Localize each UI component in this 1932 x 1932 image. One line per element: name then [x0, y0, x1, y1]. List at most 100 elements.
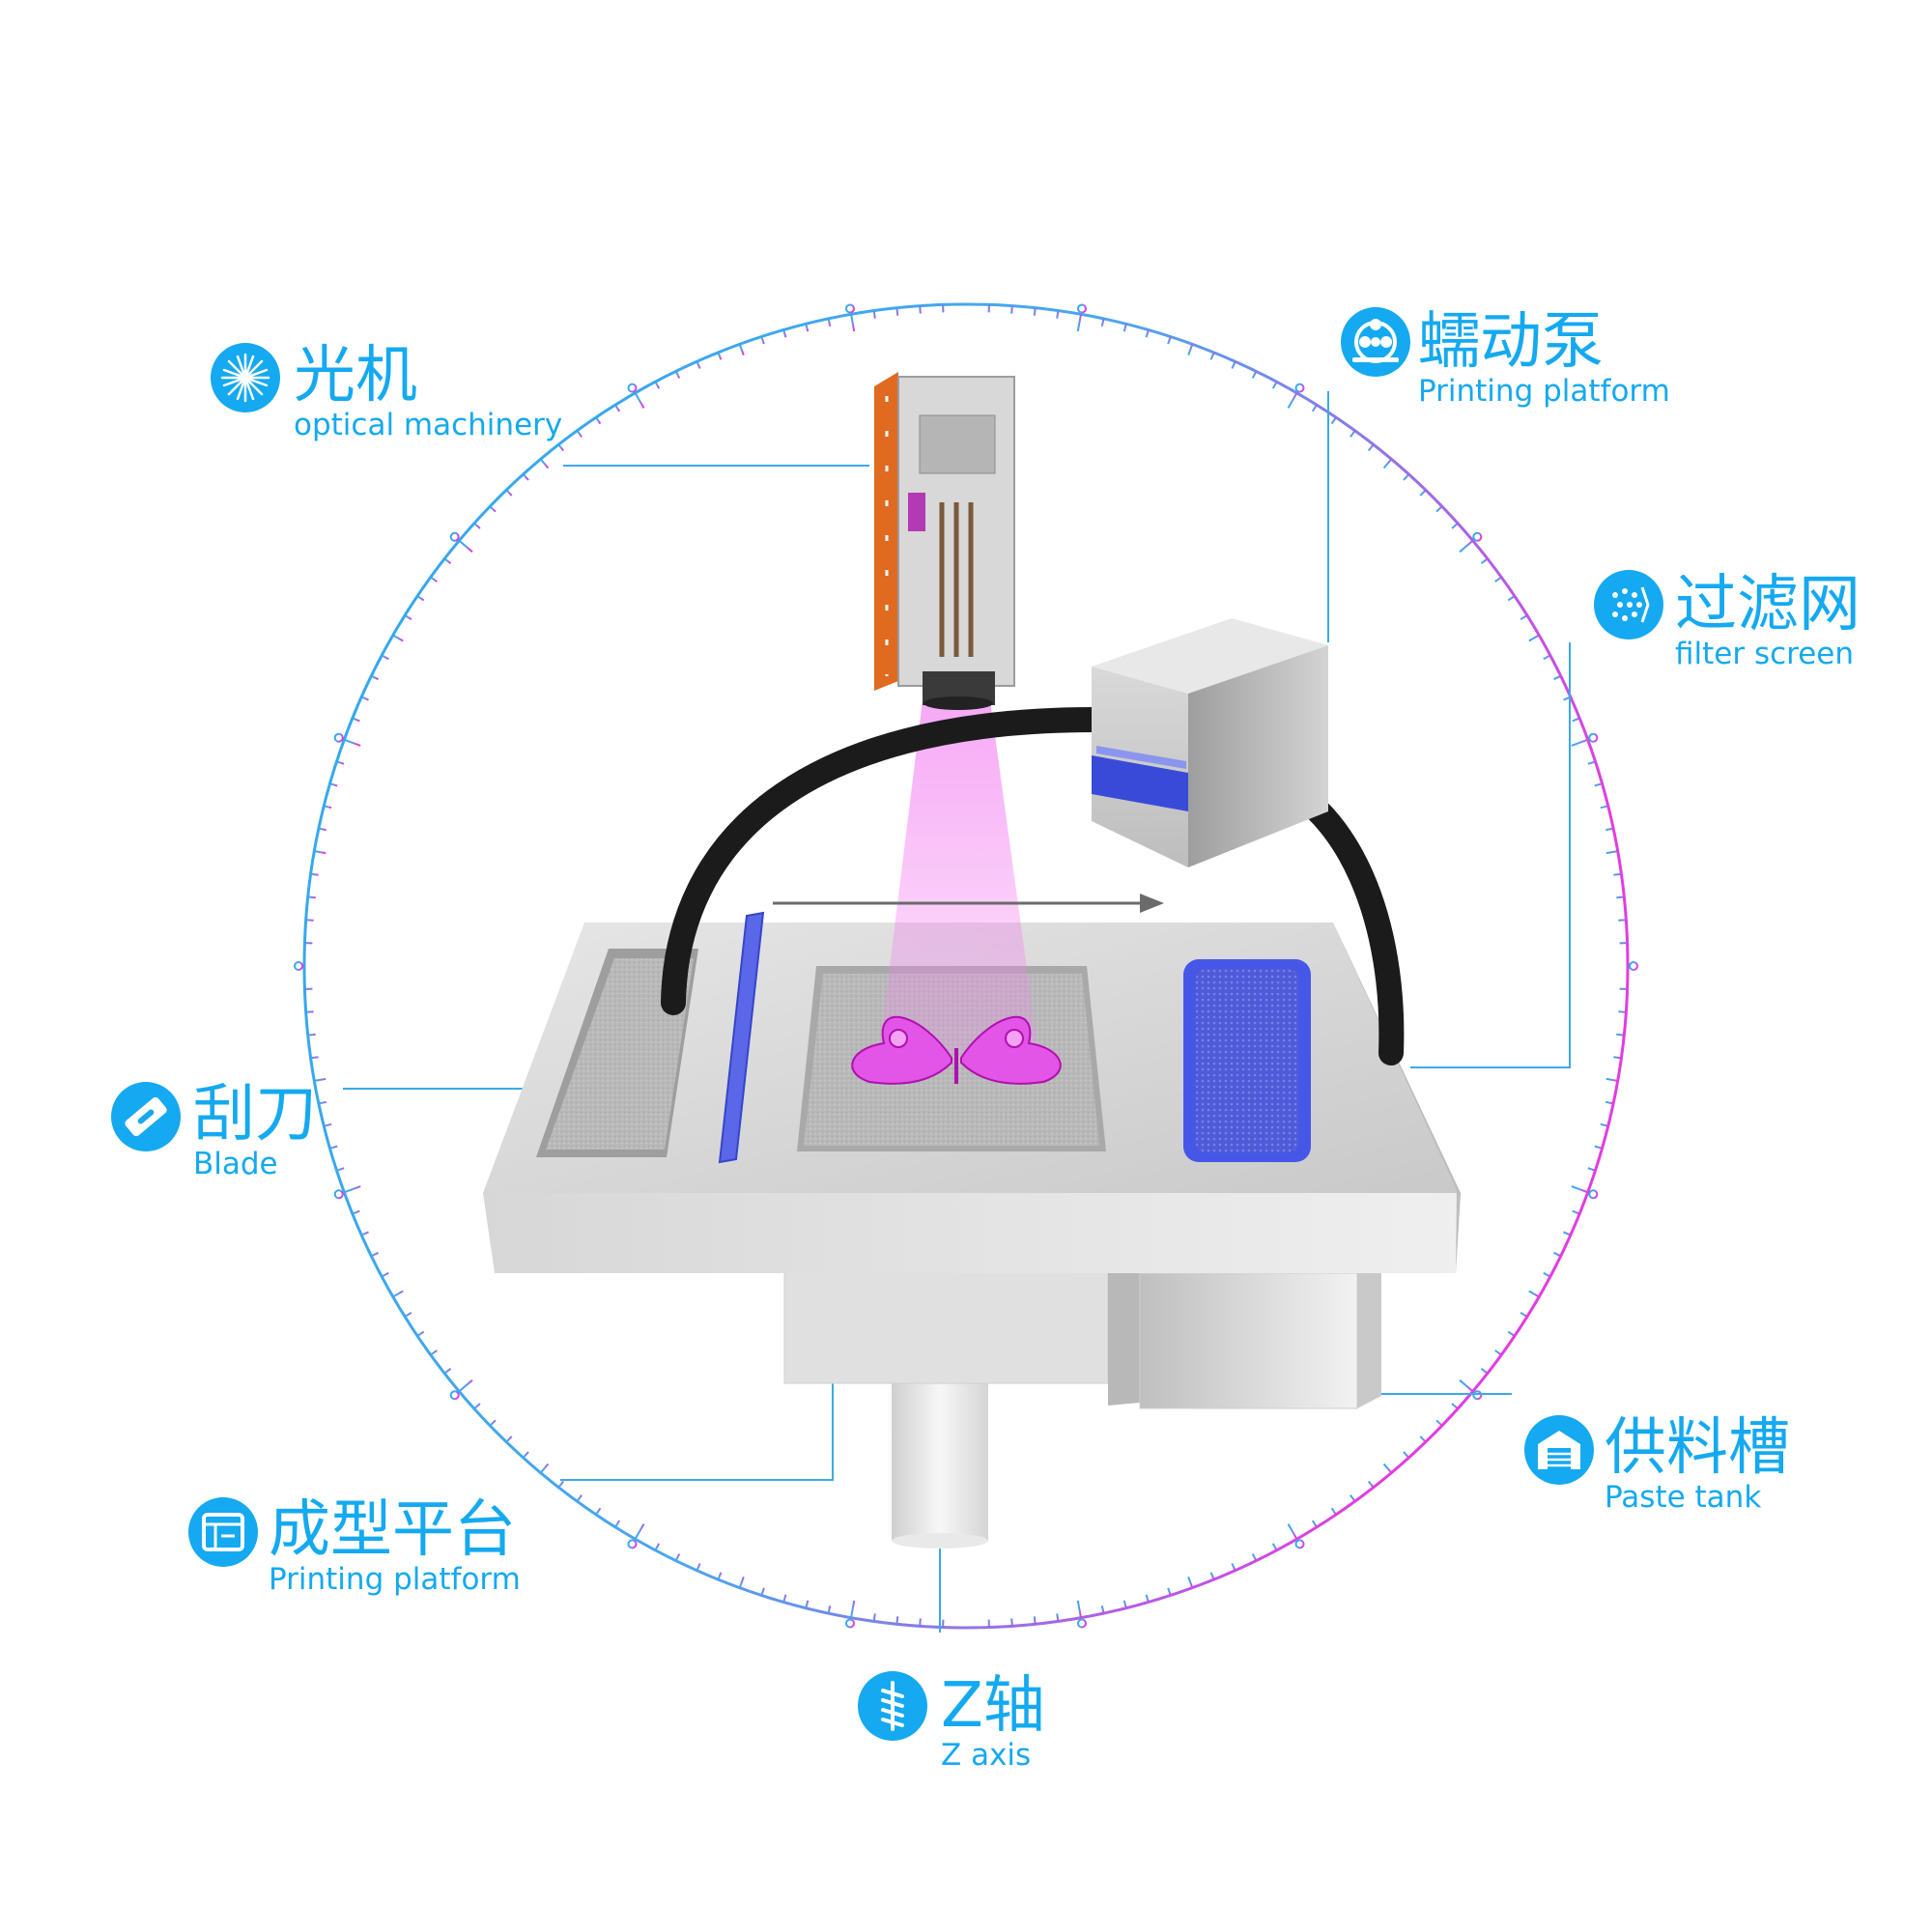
- ring-tick: [872, 310, 876, 319]
- ring-tick: [1618, 919, 1627, 922]
- ring-tick: [674, 370, 681, 379]
- leader-filter: [1410, 642, 1571, 1068]
- ring-tick: [489, 1419, 497, 1427]
- ring-tick: [318, 1100, 327, 1105]
- platform-front: [483, 1193, 1461, 1273]
- ring-tick: [634, 1523, 645, 1540]
- ring-tick: [1480, 1368, 1489, 1375]
- ring-tick: [576, 430, 582, 438]
- ring-tick: [674, 1553, 681, 1562]
- gradient-tick-ring: [294, 302, 1638, 1630]
- ring-tick: [1311, 404, 1318, 412]
- ring-tick: [1145, 1594, 1150, 1603]
- ring-tick: [805, 1600, 810, 1608]
- ring-tick: [1403, 1451, 1410, 1459]
- optical-machinery-zh: 光机: [294, 340, 417, 412]
- ring-tick: [329, 1145, 338, 1150]
- ring-tick: [1287, 392, 1298, 409]
- ring-tick: [595, 416, 602, 425]
- ring-tick: [1435, 505, 1443, 513]
- ring-tick: [1311, 1520, 1318, 1528]
- ring-tick: [1419, 489, 1427, 497]
- motion-arrow: [773, 894, 1164, 913]
- ring-tick: [1571, 1185, 1589, 1194]
- filter-screen-en: filter screen: [1675, 637, 1855, 671]
- ring-tick: [443, 1368, 452, 1375]
- ring-tick: [1382, 458, 1393, 469]
- starburst-icon: [211, 343, 280, 412]
- uv-light-beam: [879, 700, 1038, 1053]
- ring-tick-dot: [449, 1390, 460, 1401]
- ring-tick: [539, 1463, 550, 1474]
- paste-tank-en: Paste tank: [1605, 1480, 1762, 1515]
- ring-tick: [343, 738, 361, 747]
- ring-tick: [430, 576, 438, 582]
- ring-tick: [381, 654, 389, 661]
- ring-tick: [1330, 416, 1337, 425]
- ring-tick: [1209, 352, 1215, 360]
- ring-tick: [850, 314, 856, 332]
- ring-tick: [343, 1185, 361, 1194]
- ring-tick: [827, 1605, 832, 1614]
- filter-dots-icon: [1594, 570, 1663, 639]
- ring-tick: [1419, 1435, 1427, 1443]
- ring-tick: [360, 1231, 369, 1236]
- ring-tick-dot: [1629, 961, 1638, 971]
- ring-tick: [416, 1330, 425, 1337]
- peristaltic-pump-en: Printing platform: [1418, 374, 1670, 409]
- ring-tick: [1100, 318, 1105, 327]
- ring-tick: [416, 595, 425, 602]
- ring-tick: [430, 1350, 438, 1356]
- filter-screen-zh: 过滤网: [1675, 569, 1861, 640]
- ring-tick: [1056, 310, 1060, 319]
- ring-tick: [782, 1594, 787, 1603]
- ring-tick: [1382, 1463, 1393, 1474]
- ring-tick: [458, 1378, 473, 1393]
- blade-en: Blade: [193, 1147, 278, 1181]
- ring-tick: [1613, 1056, 1622, 1060]
- ring-tick-dot: [294, 961, 303, 971]
- ring-tick: [329, 782, 338, 787]
- ring-tick: [1600, 1122, 1608, 1127]
- ring-tick: [1616, 1033, 1625, 1037]
- ring-tick-dot: [449, 531, 460, 542]
- ring-tick-dot: [845, 303, 855, 314]
- printing-platform-zh: 成型平台: [269, 1494, 516, 1566]
- ring-tick: [872, 1613, 876, 1622]
- ring-tick: [489, 505, 497, 513]
- ring-tick: [1480, 557, 1489, 564]
- z-axis-shaft: [892, 1372, 988, 1548]
- ring-tick: [370, 674, 379, 681]
- ring-tick: [505, 1435, 513, 1443]
- ring-tick: [1076, 1600, 1082, 1618]
- ring-tick: [1494, 576, 1502, 582]
- ring-tick: [473, 522, 481, 529]
- ring-tick: [1368, 443, 1375, 452]
- ring-tick: [1271, 381, 1278, 389]
- ring-tick: [352, 717, 360, 723]
- ring-tick: [1368, 1480, 1375, 1489]
- ring-tick: [1594, 1145, 1603, 1150]
- ring-tick: [1528, 634, 1540, 642]
- ring-tick: [1231, 360, 1236, 369]
- ring-tick: [1451, 1403, 1459, 1410]
- ring-tick: [576, 1494, 582, 1502]
- ring-tick: [1600, 805, 1608, 810]
- ring-tick: [1543, 654, 1551, 661]
- ring-tick: [1403, 473, 1410, 481]
- ring-tick-dot: [1472, 1390, 1483, 1401]
- ring-tick: [895, 1616, 899, 1625]
- pump-cube: [1092, 618, 1328, 867]
- ring-tick: [1572, 1209, 1580, 1215]
- ring-tick: [1350, 430, 1356, 438]
- tube-left: [661, 707, 1107, 1015]
- ring-tick: [738, 343, 745, 355]
- pump-rotor-icon: [1341, 307, 1410, 377]
- ring-tick: [473, 1403, 481, 1410]
- ring-tick: [1605, 1100, 1614, 1105]
- ring-tick: [352, 1209, 360, 1215]
- ring-tick: [1251, 370, 1258, 379]
- ring-tick: [1605, 850, 1618, 855]
- ring-tick: [336, 760, 345, 765]
- ring-tick-dot: [333, 1189, 344, 1200]
